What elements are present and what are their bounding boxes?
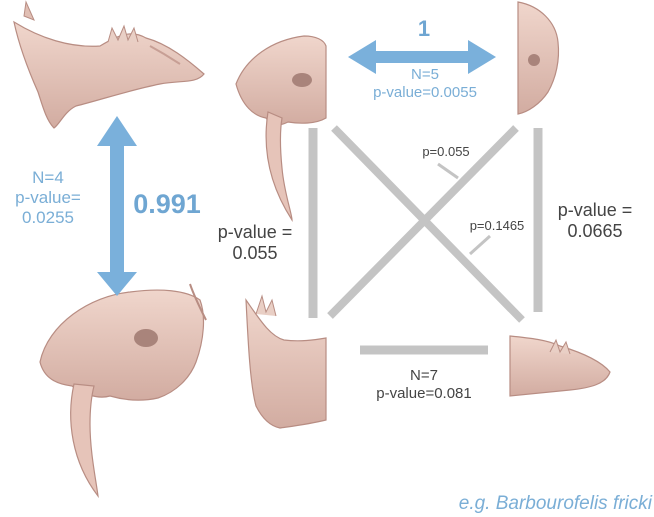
correlation-value-top: 1 <box>394 16 454 42</box>
mandible-bottom-right-icon <box>510 336 610 396</box>
gray-connectors <box>313 128 538 350</box>
pvalue-label-middle-left-1: p-value = <box>200 222 310 243</box>
bottom-comparison-stats: N=7 p-value=0.081 <box>340 367 508 402</box>
right-comparison-stats: p-value = 0.0665 <box>540 200 650 242</box>
correlation-value-left: 0.991 <box>122 189 212 221</box>
pvalue-label-middle-left-2: 0.055 <box>200 243 310 264</box>
skull-top-right-icon <box>518 2 559 114</box>
skull-bottom-left-icon <box>40 284 206 496</box>
pvalue-label-diagonal-a: p=0.055 <box>404 144 488 159</box>
pvalue-label-right-1: p-value = <box>540 200 650 221</box>
leader-diagonal-a <box>438 164 458 178</box>
left-comparison-stats: N=4 p-value= 0.0255 <box>2 168 94 228</box>
mandible-top-left-icon <box>14 2 204 128</box>
n-label-bottom: N=7 <box>340 367 508 385</box>
pvalue-label-left-1: p-value= <box>2 188 94 208</box>
pvalue-label-left-2: 0.0255 <box>2 208 94 228</box>
middle-left-comparison-stats: p-value = 0.055 <box>200 222 310 264</box>
pvalue-label-diagonal-b: p=0.1465 <box>452 218 542 233</box>
n-label-top: N=5 <box>340 66 510 84</box>
leader-diagonal-b <box>470 236 490 254</box>
pvalue-label-bottom: p-value=0.081 <box>340 385 508 403</box>
top-comparison-stats: N=5 p-value=0.0055 <box>340 66 510 101</box>
pvalue-label-top: p-value=0.0055 <box>340 84 510 102</box>
n-label-left: N=4 <box>2 168 94 188</box>
species-caption: e.g. Barbourofelis fricki <box>356 493 652 515</box>
pvalue-label-right-2: 0.0665 <box>540 221 650 242</box>
